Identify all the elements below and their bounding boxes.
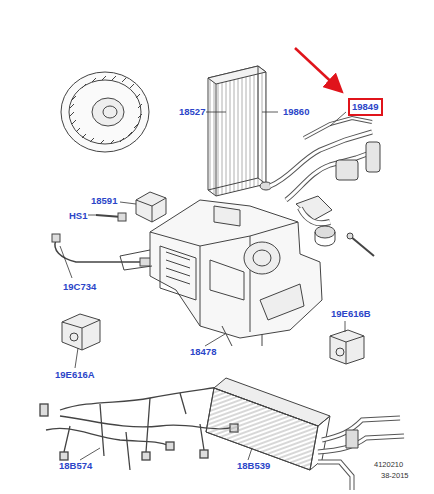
callout-number: 18527: [178, 107, 206, 117]
callout-number: 19E616A: [54, 370, 96, 380]
actuator: [330, 330, 364, 364]
blower-resistor: [136, 192, 166, 222]
callout-number: 19860: [282, 107, 310, 117]
evaporator: [208, 66, 272, 196]
drawing-number: 4120210: [373, 461, 404, 469]
callout-number: 18B539: [236, 461, 271, 471]
temperature-sensor: [52, 234, 154, 266]
blower-motor: [61, 72, 149, 152]
callout-number: 19849: [352, 102, 379, 112]
drawing-number: 38-2015: [380, 472, 410, 480]
callout-number: 18591: [90, 196, 118, 206]
callout-number: HS1: [68, 211, 88, 221]
highlighted-callout: 19849: [348, 98, 383, 116]
callout-number: 18B574: [58, 461, 93, 471]
leader-lines: [60, 112, 346, 460]
hvac-housing: [120, 200, 322, 346]
callout-number: 19E616B: [330, 309, 372, 319]
heater-core: [206, 378, 404, 490]
highlight-arrow: [295, 48, 340, 90]
actuator: [62, 314, 100, 350]
callout-number: 19C734: [62, 282, 97, 292]
callout-number: 18478: [189, 347, 217, 357]
humidity-sensor: [96, 213, 126, 221]
